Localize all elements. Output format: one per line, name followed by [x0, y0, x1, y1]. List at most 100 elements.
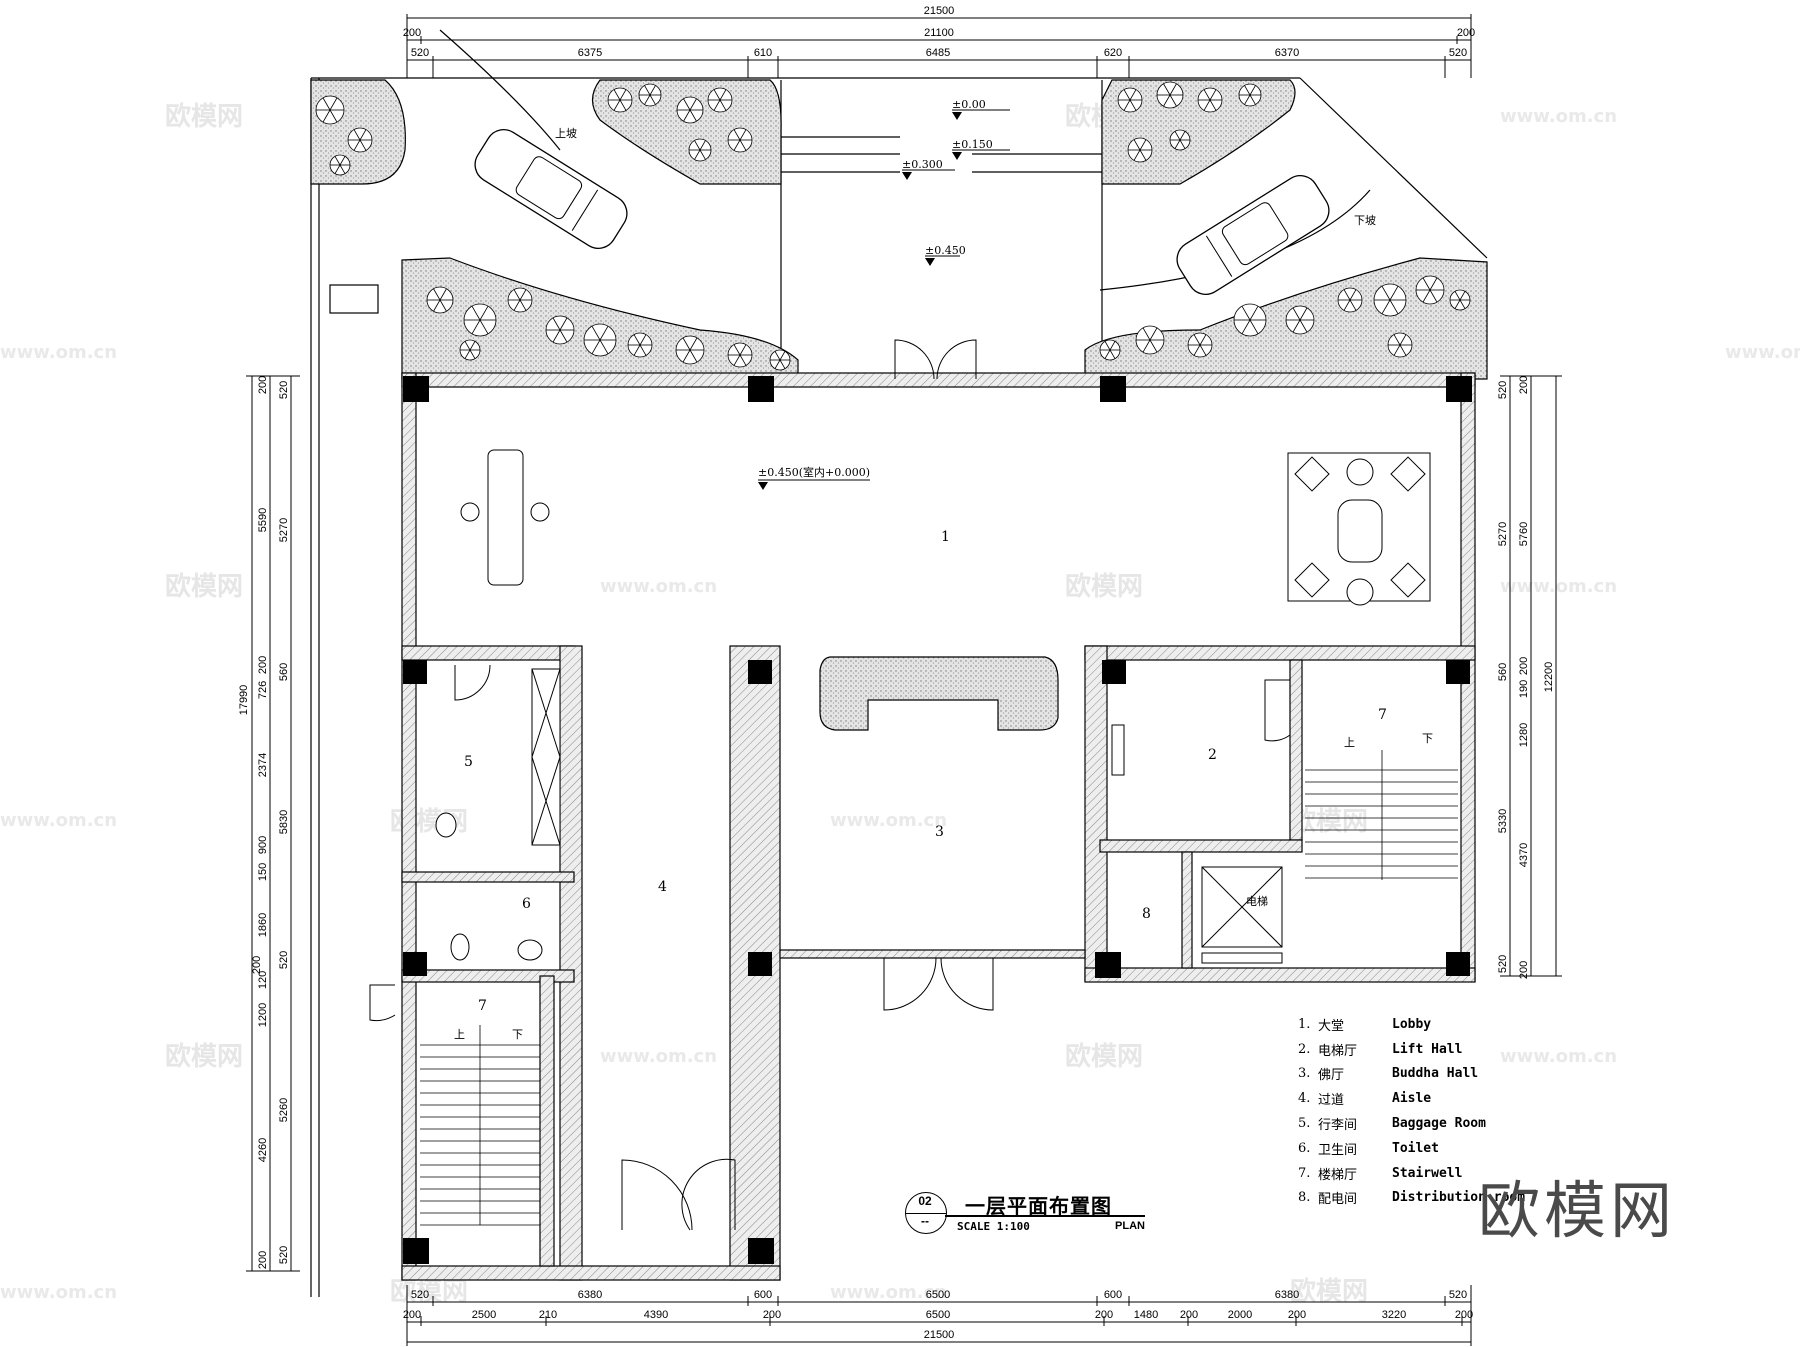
tree-branch	[1193, 334, 1201, 346]
dim-label: 17990	[238, 685, 250, 716]
ramp-down-label: 下坡	[1354, 214, 1376, 227]
legend-cn: 佛厅	[1318, 1068, 1345, 1084]
tree-branch	[1249, 94, 1256, 105]
drawing-sub: --	[921, 1214, 929, 1228]
legend-no: 8.	[1298, 1190, 1311, 1206]
tree-branch	[633, 334, 641, 346]
tree-branch	[1193, 344, 1201, 356]
tree-branch	[694, 140, 701, 151]
drawing-title: 一层平面布置图	[965, 1194, 1112, 1218]
tree-branch	[1209, 89, 1217, 101]
tree-branch	[639, 344, 647, 356]
dim-label: 200	[1518, 961, 1530, 979]
tree-branch	[1179, 139, 1186, 149]
dim-label: 200	[403, 27, 421, 39]
tree-branch	[1459, 299, 1466, 309]
tree-branch	[613, 99, 621, 111]
tree-branch	[1454, 299, 1461, 309]
tree-branch	[649, 85, 656, 96]
dim-label: 520	[278, 1246, 290, 1264]
dim-label: 610	[754, 47, 772, 59]
dim-label: 200	[251, 956, 263, 974]
watermark-url: www.om.cn	[0, 342, 117, 363]
tree-branch	[1203, 99, 1211, 111]
dim-label: 600	[754, 1289, 772, 1301]
tree-branch	[519, 299, 527, 311]
tree-branch	[1109, 349, 1116, 359]
tree-branch	[439, 299, 447, 312]
dim-label: 620	[1104, 47, 1122, 59]
watermark-url: www.om.cn	[600, 1046, 717, 1067]
legend-cn: 楼梯厅	[1318, 1167, 1358, 1183]
tree-branch	[359, 139, 367, 151]
tree-branch	[774, 351, 781, 361]
tree-branch	[683, 109, 691, 122]
dim-label: 6380	[1275, 1289, 1299, 1301]
dim-label: 560	[278, 663, 290, 681]
drawing-number: 02	[918, 1194, 932, 1208]
tree-branch	[599, 339, 609, 355]
tree-branch	[469, 349, 476, 359]
tree-branch	[1149, 339, 1158, 353]
tree-branch	[469, 341, 476, 351]
tree-branch	[552, 317, 561, 331]
dim-label: 520	[278, 381, 290, 399]
dim-label: 1280	[1518, 723, 1530, 747]
tree-branch	[739, 344, 747, 356]
room-labels: 1 2 3 4 5 6 7 7 8 上 下 上 下	[454, 529, 1433, 1041]
tree-branch	[1129, 99, 1137, 111]
dim-label: 3220	[1382, 1309, 1406, 1321]
tree-branch	[1454, 291, 1461, 301]
watermark-logo-large: 欧模网	[1478, 1174, 1677, 1247]
tree-branch	[682, 337, 691, 351]
tree-branch	[322, 109, 331, 123]
tree-branch	[689, 349, 698, 363]
tree-branch	[359, 129, 367, 141]
room-number: 6	[522, 896, 531, 912]
dim-label: 520	[1497, 381, 1509, 399]
tree-branch	[733, 354, 741, 366]
tree-branch	[739, 139, 747, 151]
tree-branch	[1389, 285, 1399, 301]
tree-branch	[433, 299, 441, 312]
legend-en: Lift Hall	[1392, 1041, 1463, 1057]
dim-label: 6380	[578, 1289, 602, 1301]
tree-branch	[433, 288, 441, 301]
legend-en: Aisle	[1392, 1091, 1432, 1107]
doors	[369, 339, 1291, 1231]
tree-branch	[644, 94, 651, 105]
tree-branch	[334, 156, 341, 166]
furniture	[435, 449, 1431, 961]
tree-branch	[683, 98, 691, 111]
dim-label: 200	[1095, 1309, 1113, 1321]
tree-branch	[682, 349, 691, 363]
left-dimensions	[246, 375, 300, 1272]
tree-branch	[733, 129, 741, 141]
tree-branch	[1299, 307, 1308, 321]
watermark-url: www.om.cn	[830, 1282, 947, 1303]
dim-label: 200	[1457, 27, 1475, 39]
tree-branch	[1422, 289, 1431, 303]
tree-branch	[1381, 285, 1391, 301]
dim-label: 1200	[257, 1003, 269, 1027]
watermark-logo: 欧模网	[165, 571, 243, 602]
watermark-url: www.om.cn	[1725, 342, 1800, 363]
dim-label: 21500	[924, 5, 955, 17]
tree-branch	[694, 149, 701, 160]
tree-branch	[619, 99, 627, 111]
room-number: 7	[478, 998, 487, 1014]
bottom-dimensions	[406, 1285, 1472, 1346]
dim-label: 4390	[644, 1309, 668, 1321]
bottom-dimension-labels: 520 6380 600 6500 600 6380 520 200 2500 …	[403, 1289, 1473, 1341]
tree-branch	[699, 140, 706, 151]
legend-no: 2.	[1298, 1041, 1311, 1057]
tree-branch	[471, 319, 481, 335]
tree-branch	[1104, 341, 1111, 351]
title-underline	[945, 1215, 1145, 1217]
tree-branch	[733, 344, 741, 356]
legend-en: Baggage Room	[1392, 1116, 1486, 1132]
dim-label: 2374	[257, 753, 269, 777]
